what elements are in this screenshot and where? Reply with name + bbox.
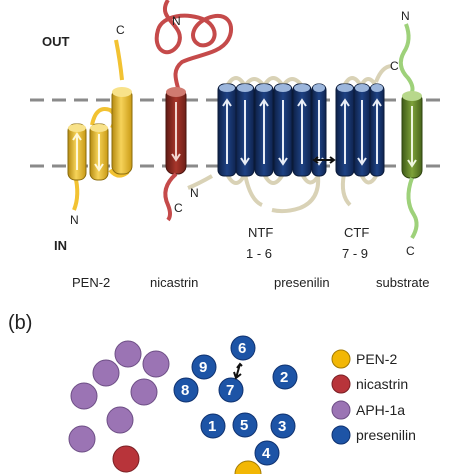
ntf-label: NTF [248, 225, 273, 240]
nicastrin-protein [154, 0, 234, 222]
nicastrin-label: nicastrin [150, 275, 198, 290]
legend-label-pen2: PEN-2 [356, 351, 397, 367]
legend-swatch-presenilin [331, 425, 351, 445]
legend-label-aph1a: APH-1a [356, 402, 405, 418]
presenilin-protein [187, 64, 393, 214]
presenilin-tm-3: 3 [278, 418, 286, 435]
aph1a-subunits [68, 340, 170, 453]
presenilin-tm-5: 5 [240, 417, 248, 434]
presenilin-tm-9: 9 [199, 359, 207, 376]
presenilin-tm-1: 1 [208, 418, 216, 435]
presenilin-tm-4: 4 [262, 445, 271, 462]
legend-label-nicastrin: nicastrin [356, 376, 408, 392]
ntf-range: 1 - 6 [246, 246, 272, 261]
legend-label-presenilin: presenilin [356, 427, 416, 443]
legend-swatch-aph1a [331, 400, 351, 420]
panel-b-label: (b) [8, 312, 32, 334]
presenilin-label: presenilin [274, 275, 330, 290]
legend-swatch-pen2 [331, 349, 351, 369]
presenilin-tm-2: 2 [280, 369, 288, 386]
pen2-protein [67, 39, 133, 211]
nicastrin-n-terminus: N [172, 14, 181, 28]
nicastrin-subunit [112, 445, 140, 473]
substrate-label: substrate [376, 275, 429, 290]
ctf-label: CTF [344, 225, 369, 240]
substrate-n-terminus: N [401, 9, 410, 23]
cleavage-arrow-b-icon [233, 362, 243, 380]
presenilin-tm-8: 8 [181, 382, 189, 399]
substrate-c-terminus: C [406, 244, 415, 258]
pen2-label: PEN-2 [72, 275, 110, 290]
presenilin-subunits [173, 335, 298, 466]
nicastrin-c-terminus: C [174, 201, 183, 215]
presenilin-c-terminus: C [390, 59, 399, 73]
presenilin-tm-7: 7 [226, 382, 234, 399]
presenilin-tm-6: 6 [238, 340, 246, 357]
legend: PEN-2 nicastrin APH-1a presenilin [331, 349, 416, 445]
pen2-subunit [234, 460, 262, 474]
ctf-range: 7 - 9 [342, 246, 368, 261]
legend-swatch-nicastrin [331, 374, 351, 394]
out-label: OUT [42, 34, 70, 49]
substrate-protein [398, 23, 423, 240]
pen2-n-terminus: N [70, 213, 79, 227]
cleavage-arrow-icon [312, 156, 336, 164]
pen2-c-terminus: C [116, 23, 125, 37]
presenilin-n-terminus: N [190, 186, 199, 200]
in-label: IN [54, 238, 67, 253]
